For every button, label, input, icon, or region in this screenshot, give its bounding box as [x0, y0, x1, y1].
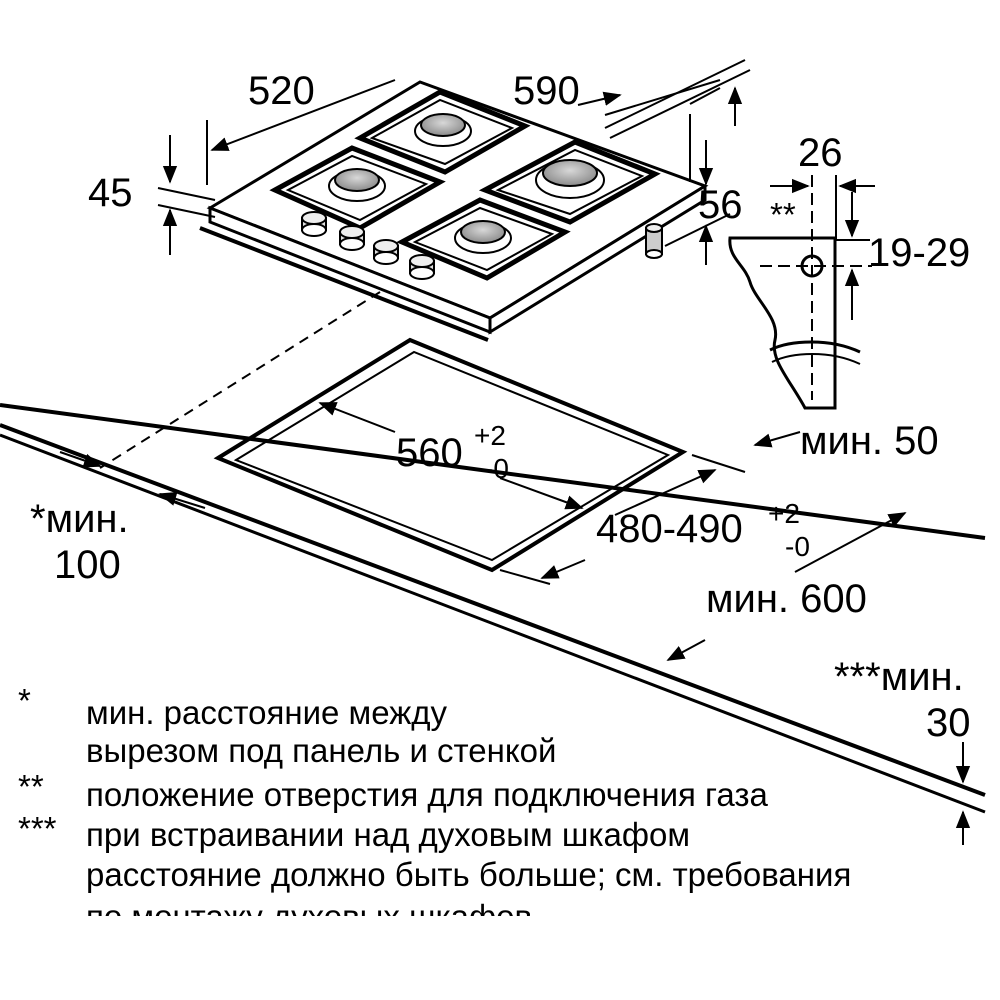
note-1-line-2: вырезом под панель и стенкой: [86, 732, 556, 769]
hob-base-line: [199, 226, 489, 342]
footnotes: * мин. расстояние между вырезом под пане…: [18, 682, 851, 935]
projection-lines: [99, 291, 381, 469]
hob-right-side: [488, 183, 707, 335]
note-3-marker: ***: [18, 810, 57, 847]
gas-connection-detail: [728, 175, 875, 410]
worktop-back-edge: [0, 403, 986, 540]
label-cutout-width: 560 +2 -0: [396, 420, 509, 484]
label-width-590: 590: [513, 69, 580, 113]
label-side-clearance-line1: *мин.: [30, 497, 129, 541]
bracket-profile: [728, 236, 837, 410]
burner-left: [328, 168, 386, 202]
cutout-width-tol-plus: +2: [474, 420, 506, 451]
cutout-depth-tol-plus: +2: [768, 498, 800, 529]
cutout-width-tol-minus: -0: [484, 453, 509, 484]
pan-support-back: [354, 89, 531, 175]
worktop-cutout: [213, 337, 688, 573]
burner-right-wok: [535, 159, 605, 199]
control-knobs: [301, 211, 435, 280]
label-gas-marker: **: [770, 196, 796, 233]
knob-2: [339, 225, 365, 251]
note-1-line-1: мин. расстояние между: [86, 694, 448, 731]
note-2-line-1: положение отверстия для подключения газа: [86, 776, 768, 813]
label-gas-height-range: 19-29: [868, 231, 970, 275]
label-side-clearance-line2: 100: [54, 543, 121, 587]
pan-support-right: [478, 139, 661, 225]
label-worktop-depth: мин. 600: [706, 577, 867, 621]
pan-support-front: [396, 197, 571, 281]
note-1-marker: *: [18, 682, 31, 719]
note-3-line-1: при встраивании над духовым шкафом: [86, 816, 690, 853]
hob: [199, 80, 709, 342]
hob-dimension-lines: [157, 59, 751, 265]
label-worktop-thickness-line2: 30: [926, 701, 971, 745]
label-back-clearance: мин. 50: [800, 419, 939, 463]
burner-front: [454, 220, 512, 254]
cutout-width-base: 560: [396, 431, 463, 475]
label-depth-56: 56: [698, 183, 743, 227]
label-cutout-depth: 480-490 +2 -0: [596, 498, 810, 562]
pan-support-left: [269, 145, 446, 231]
cutout-depth-base: 480-490: [596, 507, 743, 551]
knob-1: [301, 211, 327, 237]
bottom-crop: [0, 916, 1000, 1000]
cutout-depth-tol-minus: -0: [785, 531, 810, 562]
label-height-45: 45: [88, 171, 133, 215]
label-worktop-thickness-line1: ***мин.: [834, 655, 964, 699]
knob-4: [409, 254, 435, 280]
burner-back: [414, 113, 472, 147]
worktop-dimension-lines: [59, 402, 971, 845]
note-2-marker: **: [18, 768, 44, 805]
gas-connector: [645, 223, 663, 259]
knob-3: [373, 239, 399, 265]
note-3-line-2: расстояние должно быть больше; см. требо…: [86, 856, 851, 893]
label-width-520: 520: [248, 69, 315, 113]
worktop-front-edge: [0, 423, 986, 797]
label-gas-offset-26: 26: [798, 131, 843, 175]
dimension-labels: 520 590 45 56 26 ** 19-29 560 +2 -0 480-…: [30, 69, 971, 745]
